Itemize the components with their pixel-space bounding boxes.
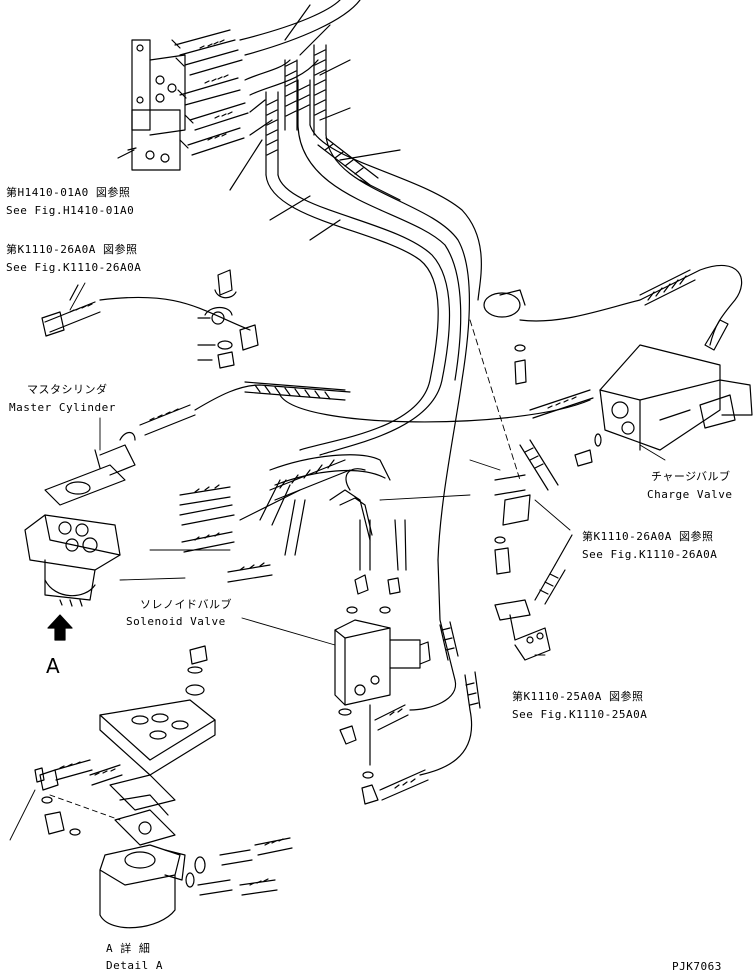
master-cylinder-en: Master Cylinder bbox=[9, 401, 116, 414]
solenoid-valve-en: Solenoid Valve bbox=[126, 615, 226, 628]
solenoid-valve-jp: ソレノイドバルブ bbox=[140, 598, 232, 611]
view-letter: A bbox=[46, 654, 61, 678]
ref-k1110-25-en: See Fig.K1110-25A0A bbox=[512, 708, 648, 721]
solenoid-valve-body bbox=[334, 619, 431, 805]
view-arrow-icon bbox=[47, 614, 73, 641]
steering-valve-assembly bbox=[24, 514, 121, 607]
top-bracket-assembly bbox=[117, 29, 249, 171]
dashed-guide-line bbox=[469, 319, 521, 481]
master-cylinder-jp: マスタシリンダ bbox=[27, 383, 108, 396]
ref-h1410-en: See Fig.H1410-01A0 bbox=[6, 204, 135, 217]
charge-valve-assembly bbox=[279, 264, 753, 467]
detail-a-en: Detail A bbox=[106, 959, 163, 972]
ref-k1110-26-top-jp: 第K1110-26A0A 図参照 bbox=[6, 243, 138, 256]
ref-k1110-26-top-en: See Fig.K1110-26A0A bbox=[6, 261, 142, 274]
detail-a-exploded bbox=[34, 645, 293, 929]
detail-a-jp: A 詳 細 bbox=[106, 942, 151, 955]
ref-h1410-jp: 第H1410-01A0 図参照 bbox=[6, 186, 131, 199]
ref-k1110-26-right-en: See Fig.K1110-26A0A bbox=[582, 548, 718, 561]
leader-lines bbox=[9, 282, 666, 841]
solenoid-feed-hoses bbox=[179, 454, 407, 614]
upper-hose-bundle bbox=[229, 0, 482, 561]
dashed-guide-line-2 bbox=[49, 794, 121, 821]
charge-valve-en: Charge Valve bbox=[647, 488, 733, 501]
upper-left-fittings bbox=[41, 269, 259, 369]
lower-right-hoses bbox=[374, 439, 573, 801]
ref-k1110-25-jp: 第K1110-25A0A 図参照 bbox=[512, 690, 644, 703]
master-cylinder-hoses bbox=[44, 381, 351, 506]
ref-k1110-26-right-jp: 第K1110-26A0A 図参照 bbox=[582, 530, 714, 543]
drawing-code: PJK7063 bbox=[672, 960, 722, 973]
charge-valve-jp: チャージバルブ bbox=[651, 470, 731, 483]
